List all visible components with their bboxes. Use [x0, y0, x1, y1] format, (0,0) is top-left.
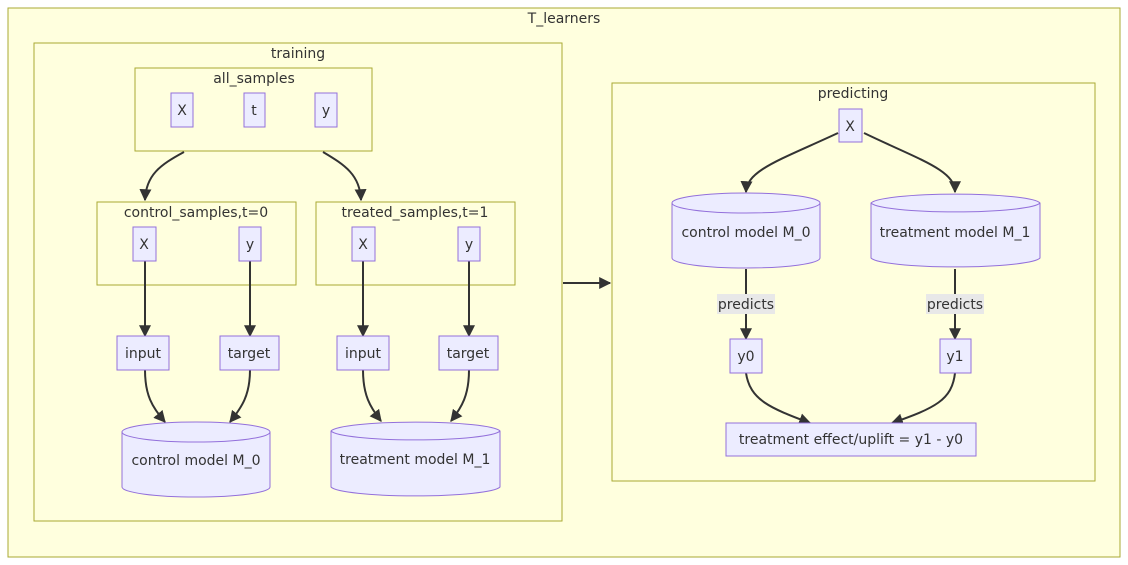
edge-x-to-m0: [740, 132, 839, 194]
node-ctrl-input-label: input: [125, 346, 162, 362]
node-ctrl-x-label: X: [139, 237, 149, 253]
edge-all-to-control: [139, 151, 185, 202]
edge-y0-to-uplift: [745, 372, 812, 425]
node-all-y: y: [314, 92, 338, 128]
node-all-x: X: [170, 92, 194, 128]
node-all-t: t: [243, 92, 266, 128]
edge-label-predicts-m0-text: predicts: [718, 297, 774, 313]
node-ctrl-y-label: y: [246, 237, 254, 253]
node-uplift: treatment effect/uplift = y1 - y0: [725, 422, 977, 457]
node-y1-label: y1: [946, 349, 963, 365]
cluster-treated-samples: treated_samples,t=1: [315, 201, 516, 286]
node-pred-m0-cylinder: control model M_0: [671, 192, 821, 269]
cluster-t-learners-title: T_learners: [527, 11, 601, 27]
node-trt-target-label: target: [447, 346, 490, 362]
node-ctrl-y: y: [238, 226, 262, 262]
node-pred-m1-cylinder: treatment model M_1: [870, 193, 1041, 268]
node-trt-x: X: [351, 226, 376, 262]
node-all-x-label: X: [177, 103, 187, 119]
node-ctrl-input: input: [116, 335, 170, 371]
edge-trt-target-to-m1: [450, 369, 470, 422]
edge-x-to-m1: [863, 132, 961, 194]
node-pred-m0-label: control model M_0: [681, 225, 810, 241]
cluster-treated-samples-title: treated_samples,t=1: [342, 205, 489, 221]
edge-trt-input-to-m1: [362, 369, 382, 422]
node-train-m0-label: control model M_0: [131, 453, 260, 469]
node-trt-x-label: X: [358, 237, 368, 253]
edge-ctrl-target-to-m0: [229, 369, 251, 423]
node-y0: y0: [729, 338, 763, 374]
node-train-m1-cylinder: treatment model M_1: [330, 421, 501, 497]
node-uplift-label: treatment effect/uplift = y1 - y0: [739, 432, 963, 448]
cluster-control-samples: control_samples,t=0: [96, 201, 297, 286]
node-train-m1-label: treatment model M_1: [340, 452, 491, 468]
node-ctrl-target: target: [219, 335, 280, 371]
cluster-control-samples-title: control_samples,t=0: [124, 205, 268, 221]
edge-label-predicts-m1: predicts: [926, 294, 984, 314]
edge-label-predicts-m0: predicts: [717, 294, 775, 314]
node-train-m0-cylinder: control model M_0: [121, 421, 271, 498]
edge-all-to-treated: [322, 151, 367, 202]
node-trt-input-label: input: [345, 346, 382, 362]
node-trt-y: y: [457, 226, 481, 262]
edge-ctrl-input-to-m0: [144, 369, 166, 423]
cluster-predicting-title: predicting: [818, 86, 889, 102]
node-trt-target: target: [438, 335, 499, 371]
node-pred-x: X: [838, 108, 863, 143]
node-ctrl-target-label: target: [228, 346, 271, 362]
edge-y1-to-uplift: [890, 372, 956, 426]
node-y0-label: y0: [737, 349, 754, 365]
edge-label-predicts-m1-text: predicts: [927, 297, 983, 313]
node-pred-x-label: X: [845, 119, 855, 135]
cluster-predicting: predicting: [611, 82, 1096, 482]
cluster-training-title: training: [271, 46, 325, 62]
node-trt-input: input: [336, 335, 390, 371]
node-all-t-label: t: [251, 103, 257, 119]
node-pred-m1-label: treatment model M_1: [880, 225, 1031, 241]
cluster-all-samples-title: all_samples: [213, 71, 295, 87]
node-ctrl-x: X: [132, 226, 157, 262]
node-all-y-label: y: [322, 103, 330, 119]
node-trt-y-label: y: [465, 237, 473, 253]
node-y1: y1: [939, 338, 972, 374]
